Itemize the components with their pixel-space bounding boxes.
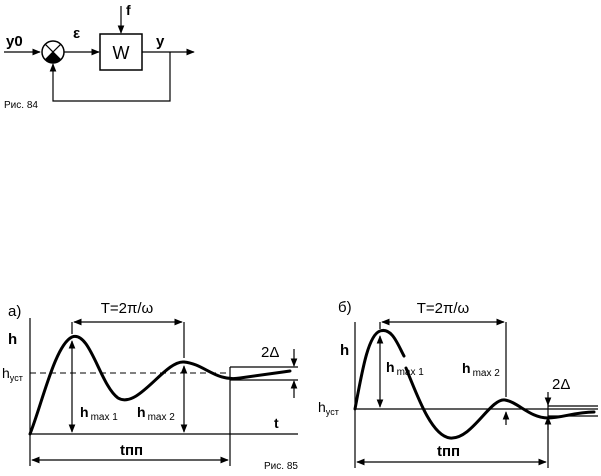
plant-block-label: W — [113, 43, 130, 63]
panel-a-steady-label: hуст — [2, 365, 23, 383]
panel-a-time-label: t — [274, 415, 279, 431]
feedback-path — [49, 52, 171, 102]
input-label: y0 — [6, 33, 23, 50]
panel-b-response-tail — [404, 366, 596, 440]
panel-a-label: а) — [8, 303, 21, 320]
fig84-caption: Рис. 84 — [4, 100, 38, 111]
output-label: y — [156, 33, 165, 50]
summing-junction — [41, 40, 65, 64]
panel-b-axis-label: h — [340, 342, 349, 359]
block-diagram: y0 ε W f y Рис. 84 — [4, 2, 195, 111]
panel-a-response-curve — [28, 335, 292, 436]
panel-a-axis-label: h — [8, 331, 17, 348]
panel-b-settling-label: tпп — [437, 443, 460, 460]
disturbance-label: f — [126, 2, 131, 18]
error-label: ε — [73, 25, 80, 42]
panel-b-delta-label: 2Δ — [552, 376, 570, 393]
fig85-caption: Рис. 85 — [264, 461, 298, 472]
plant-block — [99, 33, 143, 71]
panel-b-steady-label: hуст — [318, 399, 339, 417]
panel-b-period-label: T=2π/ω — [417, 300, 470, 317]
panel-a-delta-label: 2Δ — [261, 344, 279, 361]
panel-a-period-label: T=2π/ω — [101, 300, 154, 317]
panel-b-response-rise — [353, 328, 406, 411]
panel-b-label: б) — [338, 299, 352, 316]
negative-sector-icon — [45, 52, 61, 64]
panel-a-settling-label: tпп — [120, 442, 143, 459]
